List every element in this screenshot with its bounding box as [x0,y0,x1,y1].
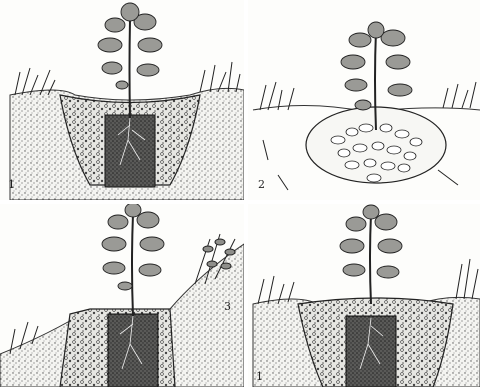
panel-4-number: 1 [256,370,263,383]
panel-3-number: 3 [224,300,231,313]
panel-1: 1 [0,0,244,200]
vertical-divider [244,0,248,387]
panel-4-drawing [248,204,480,387]
panel-4: 1 [248,204,480,387]
horizontal-divider [0,200,480,204]
panel-2-drawing [248,0,480,200]
panel-3: 3 [0,204,244,387]
panel-1-drawing [0,0,244,200]
panel-3-drawing [0,204,244,387]
panel-2: 2 [248,0,480,200]
panel-1-number: 1 [8,178,15,191]
panel-2-number: 2 [258,178,265,191]
